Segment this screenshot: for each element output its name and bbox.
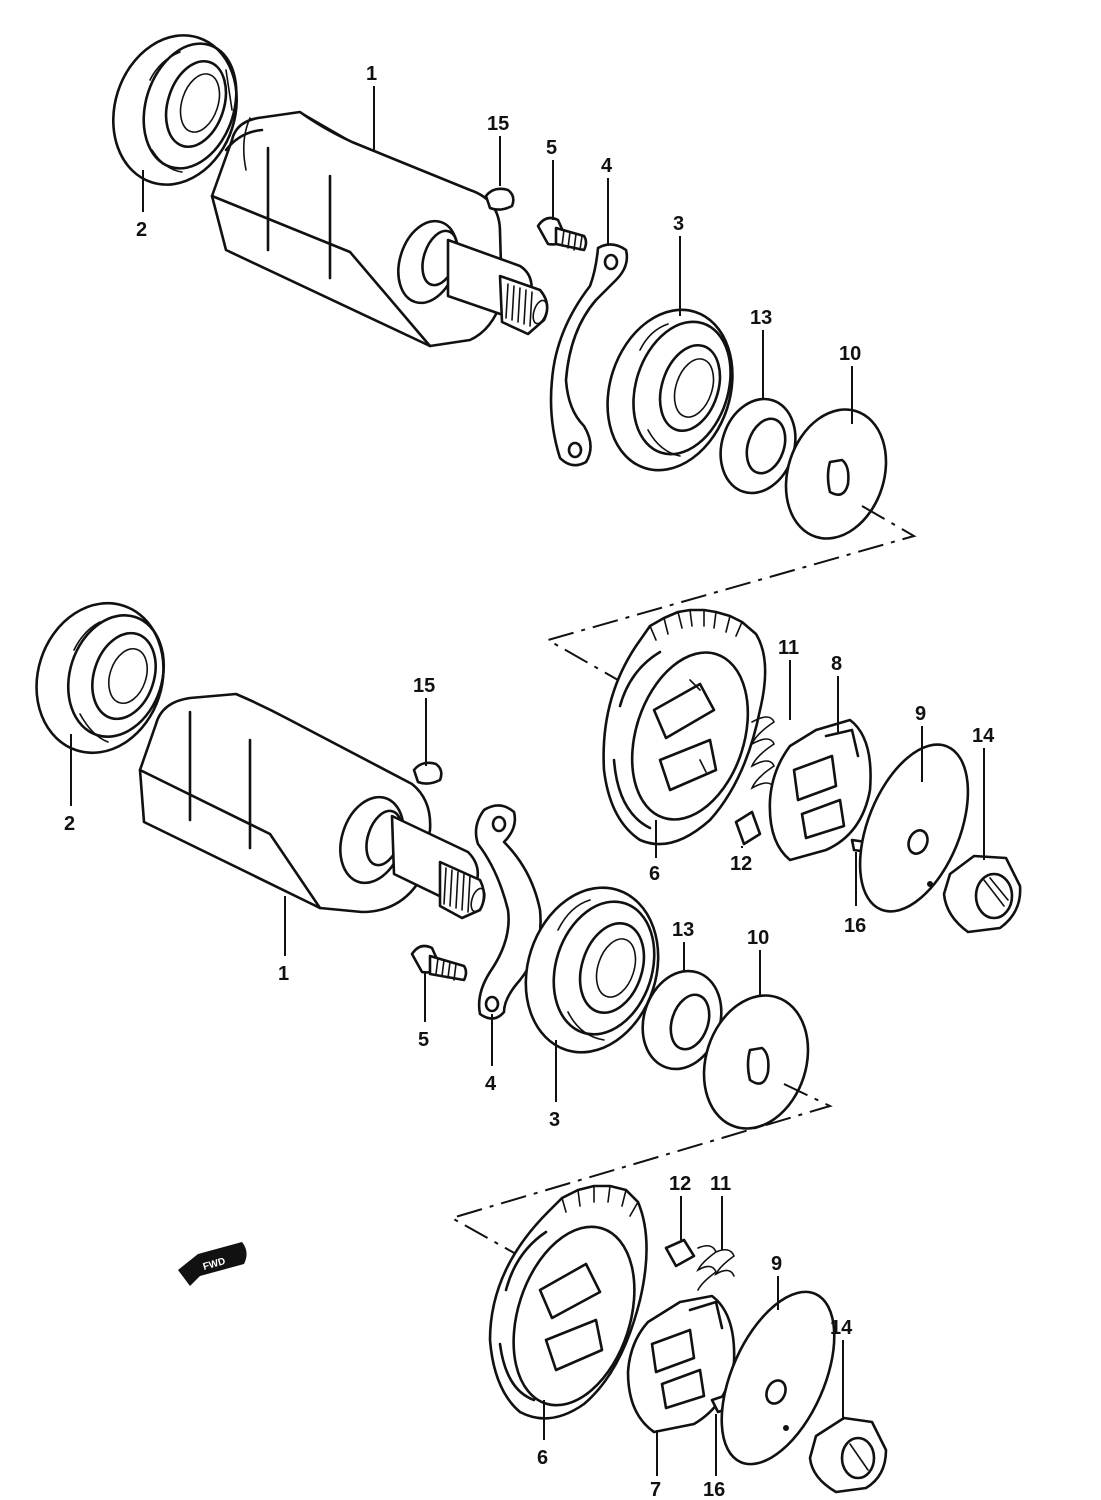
- callout-label: 15: [413, 675, 435, 697]
- upper-bolt: [536, 216, 588, 252]
- lower-bearing-left: [35, 601, 166, 755]
- lower-bearing-right: [524, 886, 660, 1054]
- callout-label: 14: [830, 1317, 853, 1339]
- lower-driven-gear: [488, 1184, 648, 1420]
- callout-labels: 1 2 15 5 4 3 13 10 11 8 9 14 6 12 16 2 1…: [64, 63, 995, 1500]
- lower-washer: [702, 994, 810, 1130]
- callout-label: 6: [649, 863, 660, 885]
- callout-label: 3: [549, 1109, 560, 1131]
- callout-label: 7: [650, 1479, 661, 1500]
- callout-label: 16: [703, 1479, 725, 1500]
- fwd-direction-badge: FWD: [178, 1242, 247, 1286]
- lower-retainer-plate: [474, 804, 542, 1020]
- callout-label: 9: [771, 1253, 782, 1275]
- upper-washer: [784, 408, 888, 540]
- callout-label: 8: [831, 653, 842, 675]
- upper-spring: [750, 716, 775, 790]
- lower-hub: [626, 1294, 736, 1434]
- callout-label: 9: [915, 703, 926, 725]
- callout-label: 13: [672, 919, 694, 941]
- upper-balancer-shaft: [210, 110, 549, 348]
- callout-label: 1: [278, 963, 289, 985]
- callout-label: 15: [487, 113, 509, 135]
- lower-assembly: FWD: [35, 601, 888, 1494]
- callout-label: 13: [750, 307, 772, 329]
- lower-key: [412, 761, 443, 785]
- callout-label: 14: [972, 725, 995, 747]
- callout-label: 4: [485, 1073, 497, 1095]
- callout-label: 1: [366, 63, 377, 85]
- upper-driven-gear: [602, 608, 767, 846]
- callout-leaders: [70, 86, 985, 1476]
- upper-assembly: [111, 34, 1022, 934]
- upper-bearing-right: [606, 308, 734, 472]
- callout-label: 3: [673, 213, 684, 235]
- lower-connector-line: [449, 1083, 833, 1255]
- upper-key: [484, 187, 515, 211]
- callout-label: 6: [537, 1447, 548, 1469]
- upper-plate: [858, 743, 970, 913]
- callout-label: 16: [844, 915, 866, 937]
- upper-bearing-left: [111, 34, 239, 186]
- upper-nut: [942, 854, 1022, 934]
- upper-pin: [734, 810, 762, 846]
- callout-label: 11: [778, 637, 799, 659]
- lower-pin: [664, 1238, 696, 1268]
- lower-bolt: [410, 944, 468, 982]
- upper-connector-line: [545, 505, 917, 681]
- callout-label: 10: [839, 343, 861, 365]
- callout-label: 2: [64, 813, 75, 835]
- callout-label: 4: [601, 155, 613, 177]
- upper-retainer-plate: [549, 243, 629, 467]
- callout-label: 5: [418, 1029, 429, 1051]
- upper-hub: [768, 718, 872, 862]
- callout-label: 12: [730, 853, 752, 875]
- callout-label: 5: [546, 137, 557, 159]
- lower-spring: [696, 1244, 735, 1291]
- callout-label: 12: [669, 1173, 691, 1195]
- callout-label: 2: [136, 219, 147, 241]
- lower-plate: [720, 1290, 836, 1466]
- lower-balancer-shaft: [138, 692, 486, 920]
- callout-label: 10: [747, 927, 769, 949]
- callout-label: 11: [710, 1173, 731, 1195]
- lower-nut: [808, 1416, 888, 1494]
